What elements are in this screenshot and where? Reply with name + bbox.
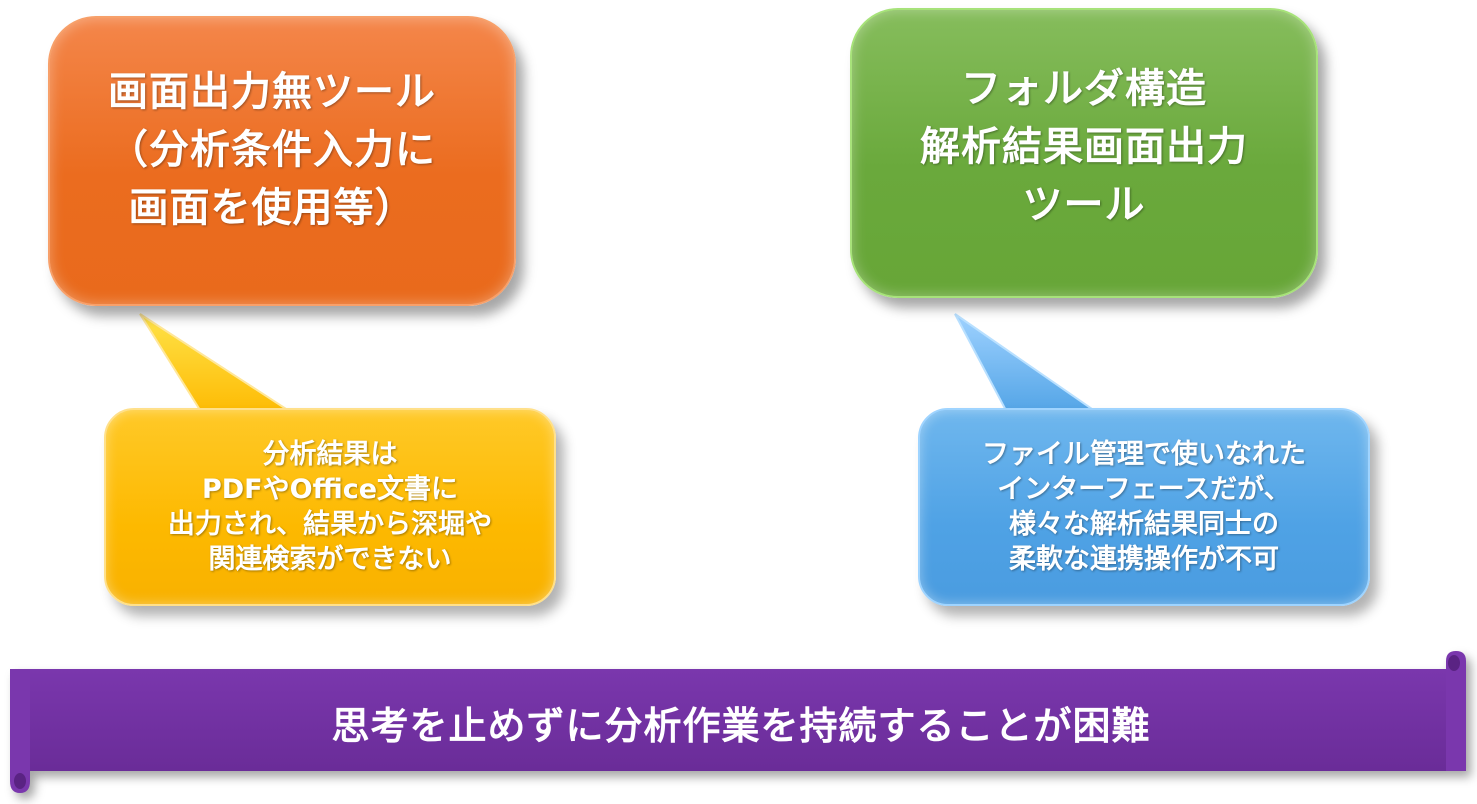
- blue-callout-tail: [954, 313, 1109, 419]
- blue-callout: ファイル管理で使いなれた インターフェースだが、 様々な解析結果同士の 柔軟な連…: [918, 408, 1370, 606]
- banner-text: 思考を止めずに分析作業を持続することが困難: [331, 703, 1151, 748]
- green-tool-box: フォルダ構造 解析結果画面出力 ツール: [850, 8, 1318, 298]
- yellow-callout: 分析結果は PDFやOffice文書に 出力され、結果から深堀や 関連検索ができ…: [104, 408, 556, 606]
- scroll-banner: [10, 651, 1466, 793]
- banner-left-curl: [10, 669, 30, 793]
- banner-body: [12, 669, 1464, 771]
- banner-right-curl: [1446, 651, 1466, 771]
- orange-tool-box: 画面出力無ツール （分析条件入力に 画面を使用等）: [48, 16, 516, 306]
- yellow-callout-tail: [139, 313, 304, 419]
